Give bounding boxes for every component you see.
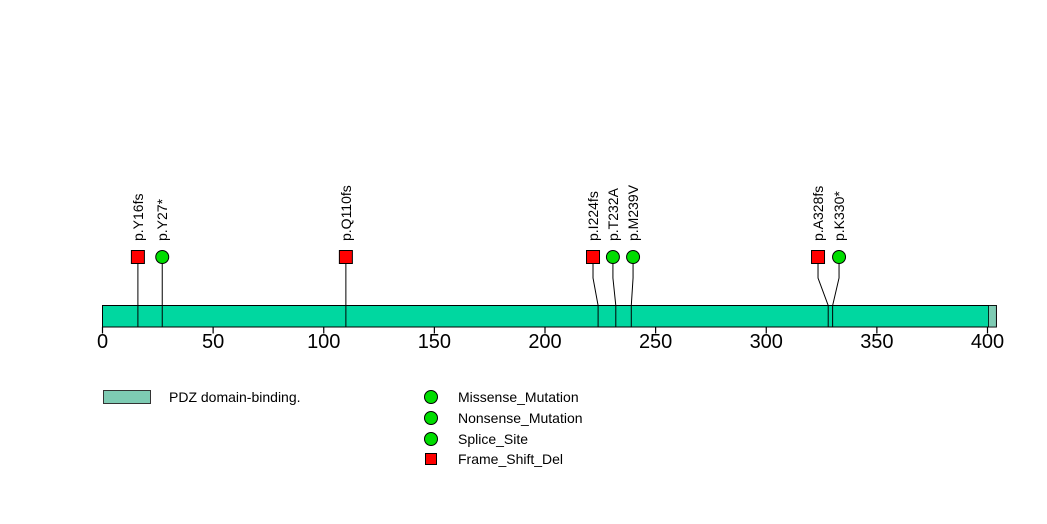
- mutation-label: p.I224fs: [585, 191, 601, 241]
- mutation-marker-square: [338, 250, 353, 264]
- axis-tick-label: 150: [418, 331, 451, 353]
- legend-label: Splice_Site: [458, 430, 529, 447]
- legend-square-icon: [425, 453, 437, 466]
- mutation-marker-square: [130, 250, 145, 264]
- mutation-label: p.K330*: [831, 191, 847, 241]
- mutation-label: p.Q110fs: [338, 185, 354, 241]
- legend-row: Nonsense_Mutation: [424, 408, 583, 429]
- lollipop-stem: [832, 263, 840, 327]
- axis-tick-label: 200: [528, 331, 561, 353]
- legend-row: Missense_Mutation: [424, 387, 583, 408]
- mutation-marker-circle: [626, 250, 641, 264]
- pdz-domain-swatch-icon: [103, 390, 151, 404]
- lollipop-stem: [630, 263, 634, 327]
- axis-tick-label: 0: [97, 331, 108, 353]
- domain-segment: [988, 305, 997, 328]
- legend-circle-icon: [424, 390, 438, 405]
- protein-bar: [102, 305, 997, 328]
- mutation-marker-circle: [832, 250, 847, 264]
- axis-tick-label: 400: [971, 331, 1004, 353]
- legend-row: Splice_Site: [424, 428, 583, 449]
- axis-tick-label: 100: [307, 331, 340, 353]
- axis-tick-label: 50: [202, 331, 224, 353]
- axis-tick-label: 300: [750, 331, 783, 353]
- mutation-label: p.T232A: [605, 187, 621, 241]
- mutation-marker-circle: [155, 250, 170, 264]
- mutation-marker-square: [811, 250, 826, 264]
- legend-label: Missense_Mutation: [458, 389, 579, 406]
- mutation-label: p.M239V: [625, 184, 641, 241]
- axis-tick-label: 250: [639, 331, 672, 353]
- legend-circle-icon: [424, 431, 438, 446]
- domain-legend-label: PDZ domain-binding.: [169, 389, 301, 405]
- legend-row: Frame_Shift_Del: [424, 449, 583, 470]
- lollipop-stem: [592, 263, 599, 327]
- legend-circle-icon: [424, 411, 438, 426]
- legend-label: Frame_Shift_Del: [458, 451, 564, 468]
- legend-label: Nonsense_Mutation: [458, 410, 583, 427]
- lollipop-stem: [817, 263, 829, 327]
- mutation-marker-square: [586, 250, 601, 264]
- mutation-marker-circle: [605, 250, 620, 264]
- mutation-label: p.A328fs: [810, 186, 826, 241]
- mutation-label: p.Y16fs: [130, 194, 146, 241]
- lollipop-stem: [612, 263, 617, 327]
- domain-legend: PDZ domain-binding.: [103, 389, 301, 405]
- axis-tick-label: 350: [860, 331, 893, 353]
- mutation-label: p.Y27*: [154, 198, 170, 241]
